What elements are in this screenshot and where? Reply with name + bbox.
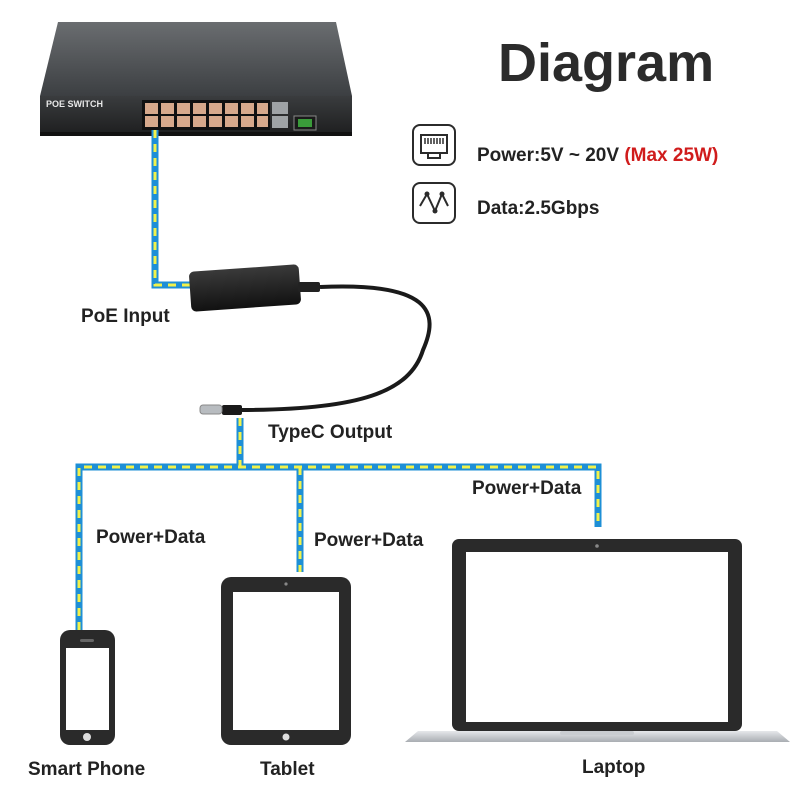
laptop-label: Laptop bbox=[582, 757, 646, 778]
poe-adapter bbox=[189, 264, 432, 415]
tablet-device bbox=[221, 577, 351, 745]
cable-switch-to-adapter bbox=[151, 130, 196, 289]
ethernet-port-icon bbox=[412, 124, 456, 166]
switch-label: POE SWITCH bbox=[46, 99, 103, 109]
power-spec-label: Power:5V ~ 20V bbox=[477, 145, 620, 166]
poe-switch: POE SWITCH bbox=[40, 22, 352, 136]
page-title: Diagram bbox=[498, 33, 715, 93]
smart-phone-label: Smart Phone bbox=[28, 759, 146, 780]
power-data-label-phone: Power+Data bbox=[96, 527, 206, 548]
power-data-label-laptop: Power+Data bbox=[472, 478, 582, 499]
signal-wave-icon bbox=[412, 182, 456, 224]
cable-distribution bbox=[75, 418, 602, 630]
power-spec-note: (Max 25W) bbox=[624, 145, 719, 166]
smart-phone-device bbox=[60, 630, 115, 745]
poe-input-label: PoE Input bbox=[81, 306, 170, 327]
switch-ports bbox=[142, 100, 317, 131]
typec-output-label: TypeC Output bbox=[268, 422, 393, 443]
data-spec-label: Data:2.5Gbps bbox=[477, 198, 600, 219]
laptop-device bbox=[405, 539, 790, 742]
power-data-label-tablet: Power+Data bbox=[314, 530, 424, 551]
tablet-label: Tablet bbox=[260, 759, 315, 780]
power-spec: Power:5V ~ 20V (Max 25W) bbox=[477, 146, 718, 165]
